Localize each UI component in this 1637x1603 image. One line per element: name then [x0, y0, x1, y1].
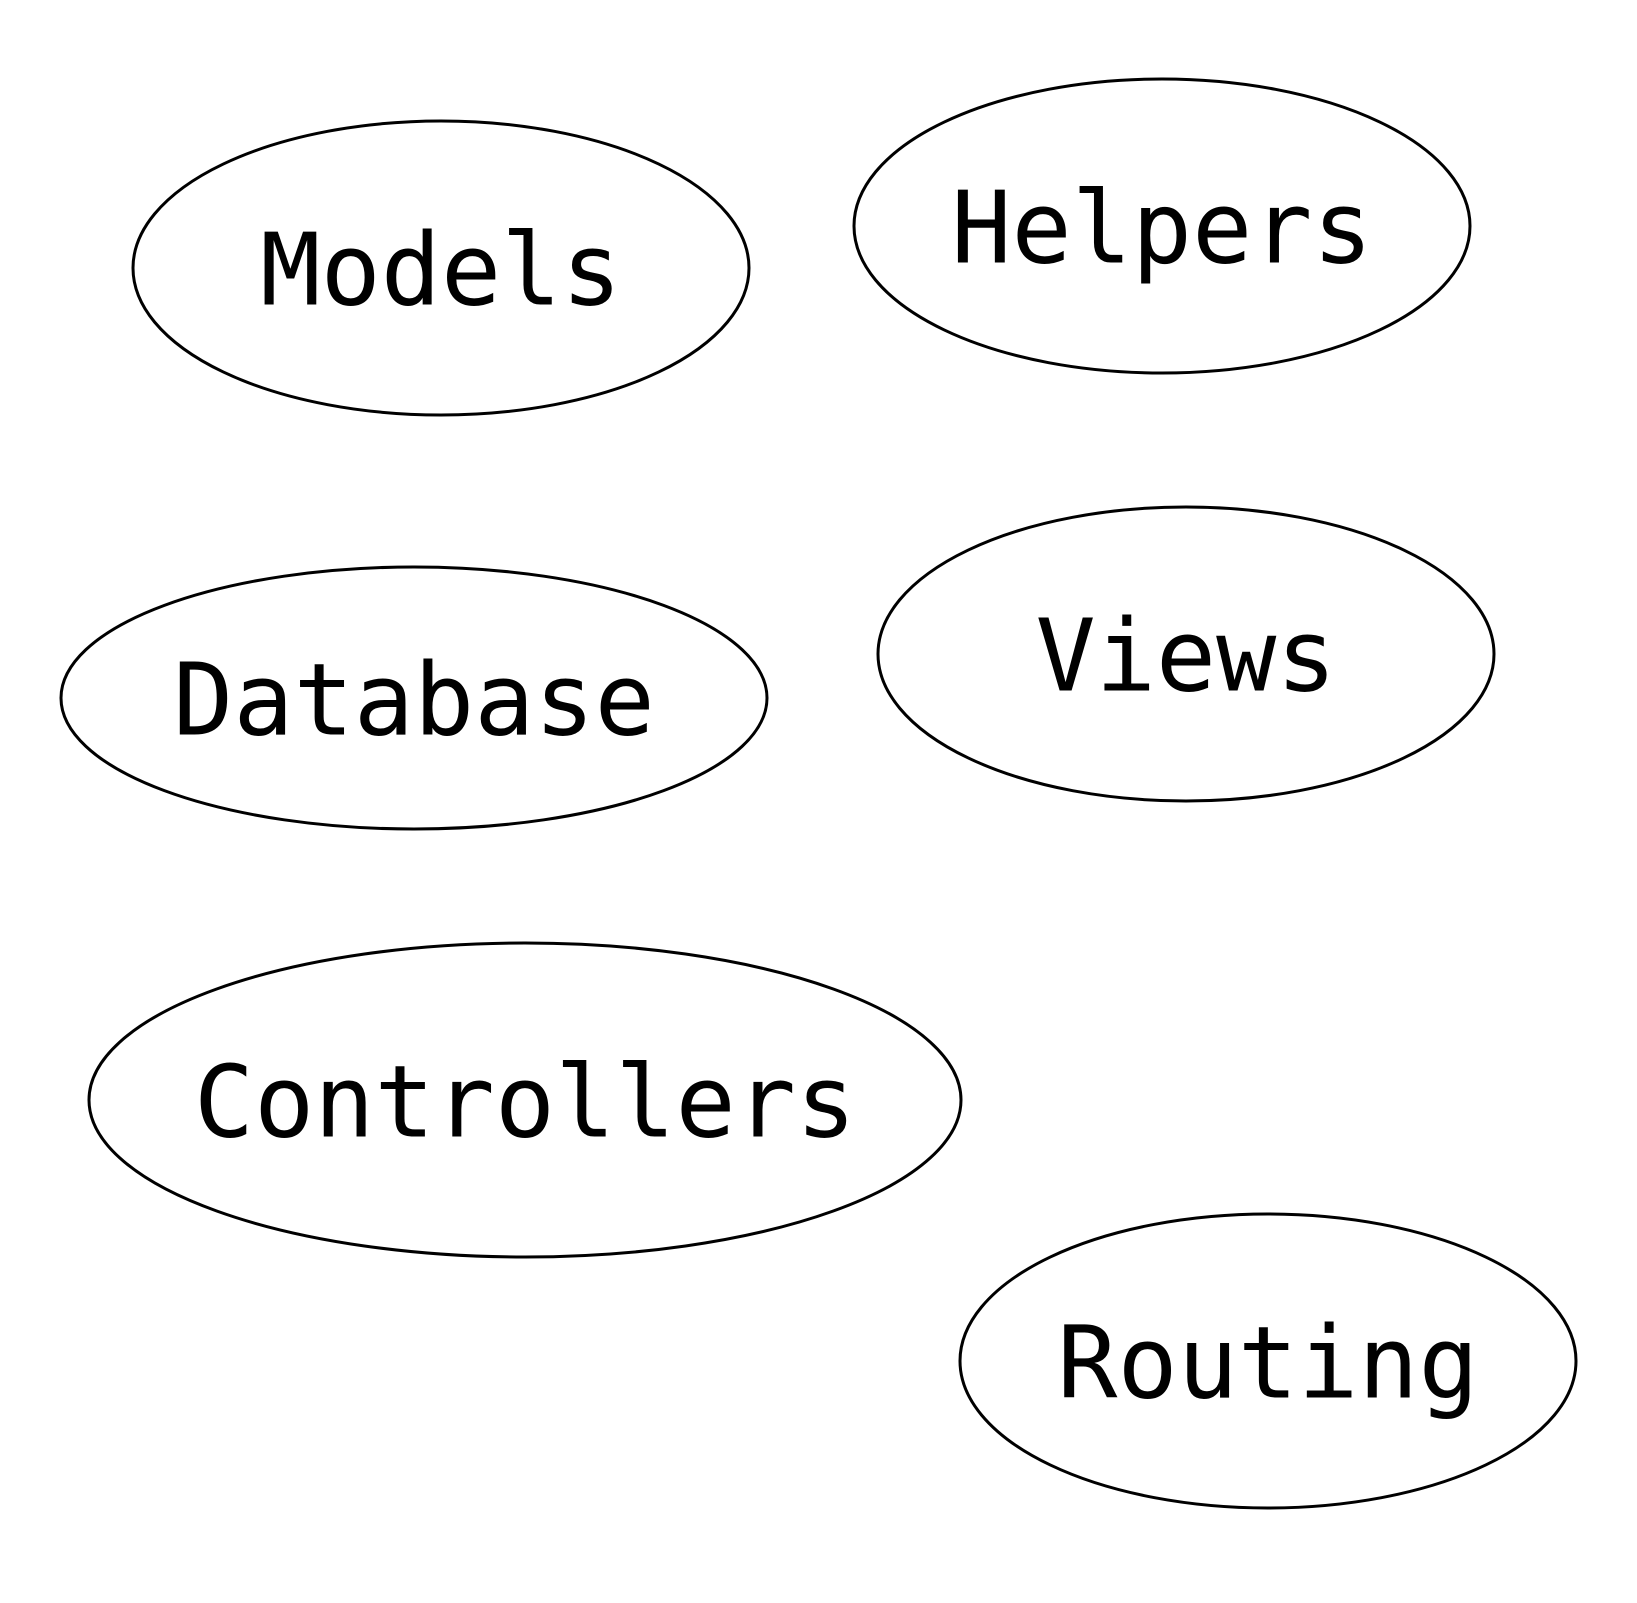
node-models-ellipse: [131, 119, 751, 417]
node-views-label: Views: [1035, 598, 1336, 715]
node-controllers-ellipse: [87, 941, 963, 1259]
node-database-ellipse: [59, 565, 769, 831]
node-models[interactable]: Models: [131, 119, 751, 417]
node-database[interactable]: Database: [59, 565, 769, 831]
node-helpers[interactable]: Helpers: [852, 77, 1472, 375]
node-helpers-label: Helpers: [951, 170, 1372, 287]
node-models-label: Models: [260, 212, 621, 329]
node-controllers-label: Controllers: [194, 1044, 856, 1161]
node-database-label: Database: [173, 642, 655, 759]
node-routing-ellipse: [958, 1212, 1578, 1510]
node-helpers-ellipse: [852, 77, 1472, 375]
node-routing-label: Routing: [1057, 1305, 1478, 1422]
node-controllers[interactable]: Controllers: [87, 941, 963, 1259]
node-views[interactable]: Views: [876, 505, 1496, 803]
node-views-ellipse: [876, 505, 1496, 803]
node-routing[interactable]: Routing: [958, 1212, 1578, 1510]
